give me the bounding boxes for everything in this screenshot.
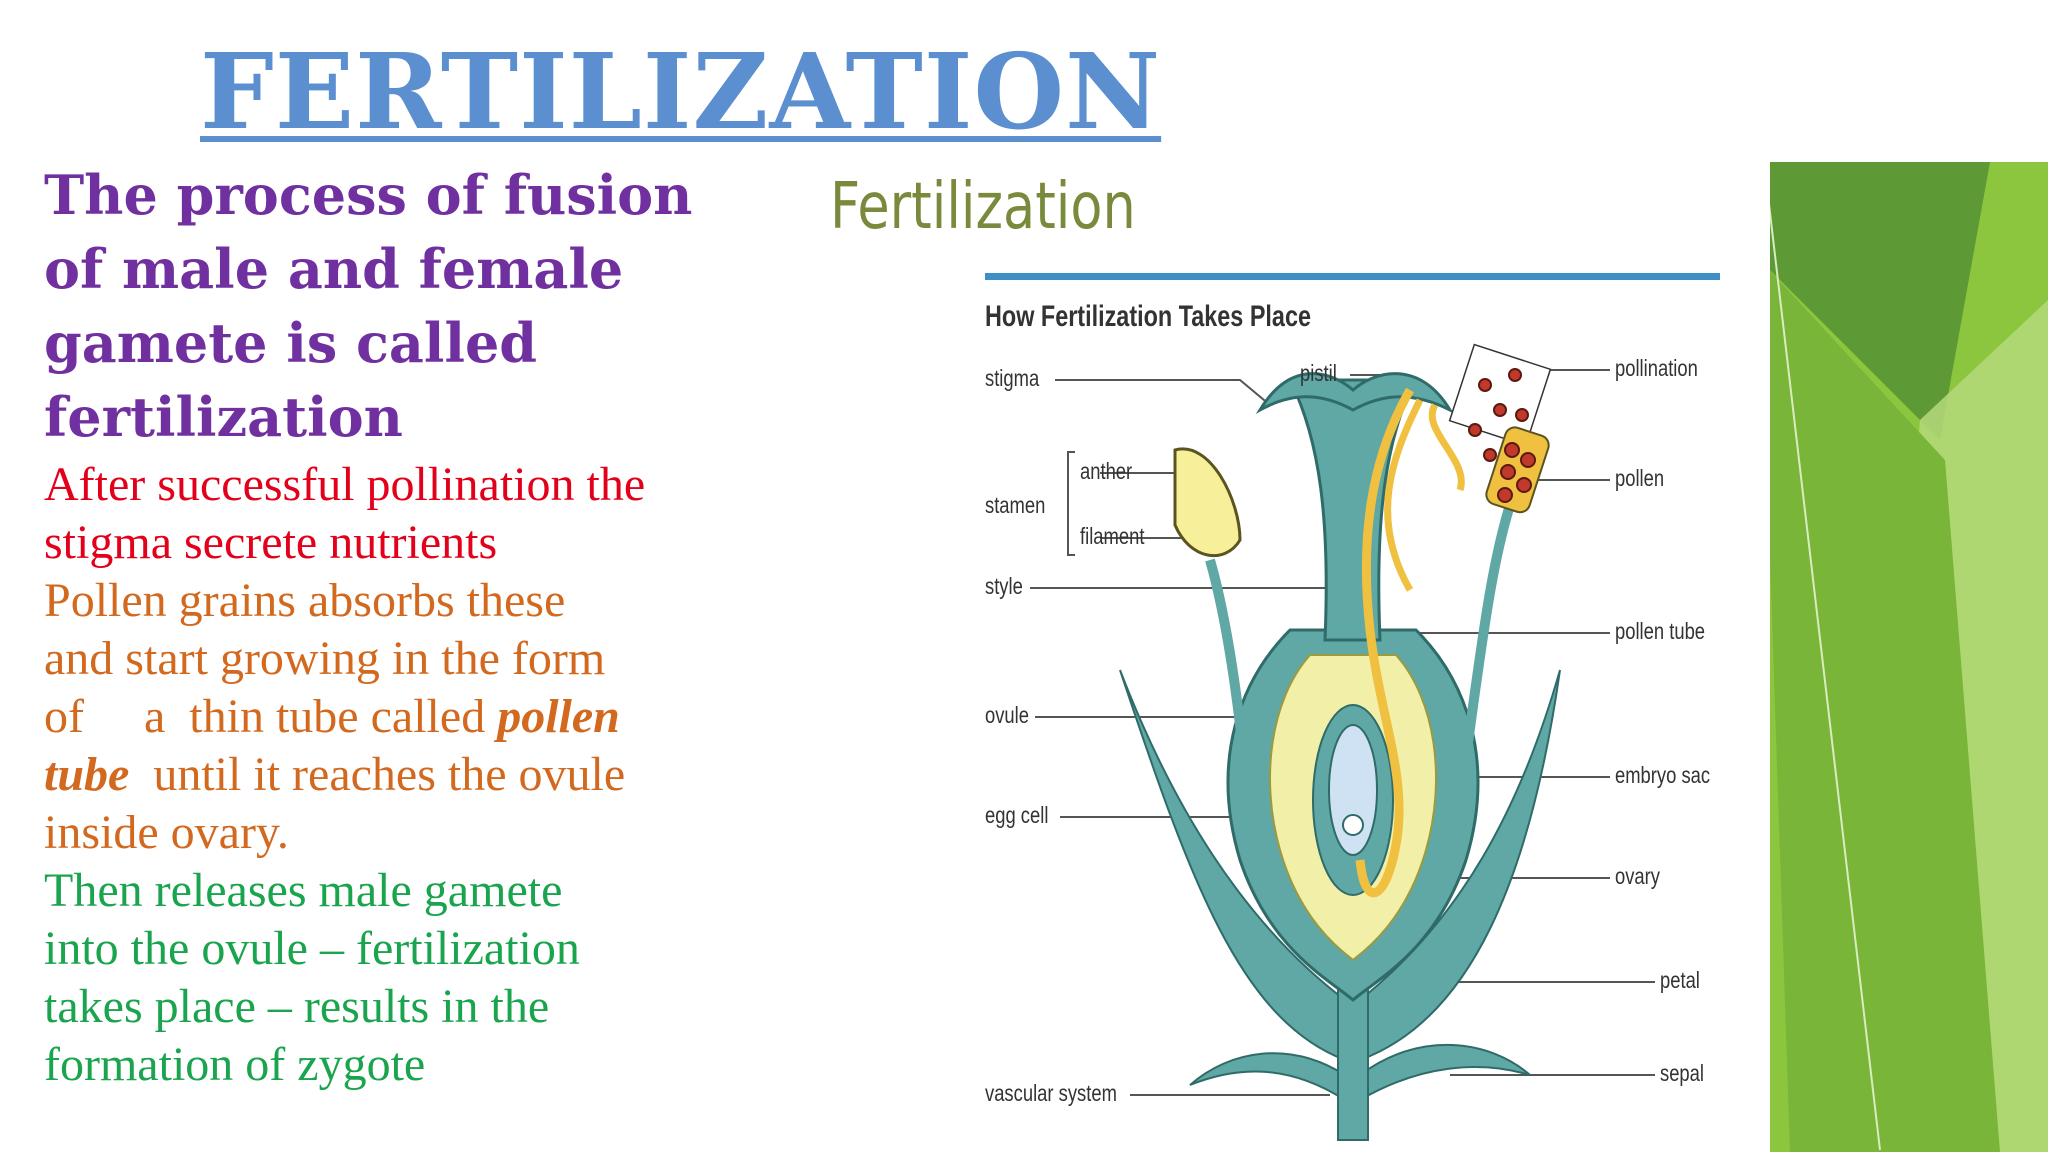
para-line: and start growing in the form [44,632,606,685]
stigma [1255,372,1454,415]
label-pollen-tube: pollen tube [1615,618,1706,644]
label-embryo-sac: embryo sac [1615,762,1711,788]
pollen-tube-2 [1384,398,1424,592]
green-shard-mid [1760,260,2000,1152]
egg-cell [1342,814,1364,836]
filament-left [1205,558,1255,811]
label-style: style [985,573,1023,599]
text-column: The process of fusion of male and female… [44,158,744,1094]
emphasis-tube: tube [44,748,130,801]
definition-line: of male and female [44,237,624,301]
paragraph-zygote: Then releases male gamete into the ovule… [44,862,744,1094]
para-line: takes place – results in the [44,980,550,1033]
label-filament: filament [1080,523,1145,549]
deco-line [1764,169,1881,1151]
para-line: After successful pollination the [44,458,646,511]
slide-title: FERTILIZATION [200,30,1162,153]
para-line: inside ovary. [44,806,289,859]
label-vascular-system: vascular system [985,1080,1117,1106]
filament-right [1455,488,1520,801]
label-petal: petal [1660,967,1700,993]
label-egg-cell: egg cell [985,802,1049,828]
petal-right [1359,669,1561,1062]
label-ovary: ovary [1615,863,1660,889]
para-line: into the ovule – fertilization [44,922,580,975]
pollen-tube-3 [1428,403,1465,492]
diagram-subtitle: How Fertilization Takes Place [985,300,1311,333]
sepal-right [1359,1043,1531,1102]
pollen-grains [1448,343,1552,514]
para-line: formation of zygote [44,1038,426,1091]
paragraph-pollination: After successful pollination the stigma … [44,456,744,572]
label-ovule: ovule [985,702,1029,728]
fertilization-diagram: Fertilization How Fertilization Takes Pl… [770,160,1770,1155]
diagram-title: Fertilization [830,170,1136,244]
anther-left [1173,447,1242,557]
label-pollen: pollen [1615,465,1665,491]
diagram-rule [985,273,1720,280]
green-shard-dark [1755,162,1990,440]
definition-line: The process of fusion [44,163,693,227]
label-stamen: stamen [985,492,1046,518]
petal-left [1119,669,1346,1062]
para-line: of a thin tube called [44,690,498,743]
flower-illustration [1030,343,1655,1141]
label-stigma: stigma [985,365,1040,391]
embryo-sac [1328,724,1378,856]
definition-line: gamete is called [44,311,538,375]
leader-lines [1030,369,1655,1096]
label-sepal: sepal [1660,1060,1704,1086]
para-line: Then releases male gamete [44,864,563,917]
pollen-tube [1355,387,1414,898]
paragraph-pollen-tube: Pollen grains absorbs these and start gr… [44,572,744,862]
label-pollination: pollination [1615,355,1698,381]
para-line: Pollen grains absorbs these [44,574,566,627]
label-pistil: pistil [1300,360,1337,386]
emphasis-pollen: pollen [497,690,620,743]
para-line: stigma secrete nutrients [44,516,498,569]
definition-text: The process of fusion of male and female… [44,158,744,454]
para-line: until it reaches the ovule [129,748,626,801]
definition-line: fertilization [44,385,403,449]
label-anther: anther [1080,458,1133,484]
sepal-left [1189,1052,1346,1102]
